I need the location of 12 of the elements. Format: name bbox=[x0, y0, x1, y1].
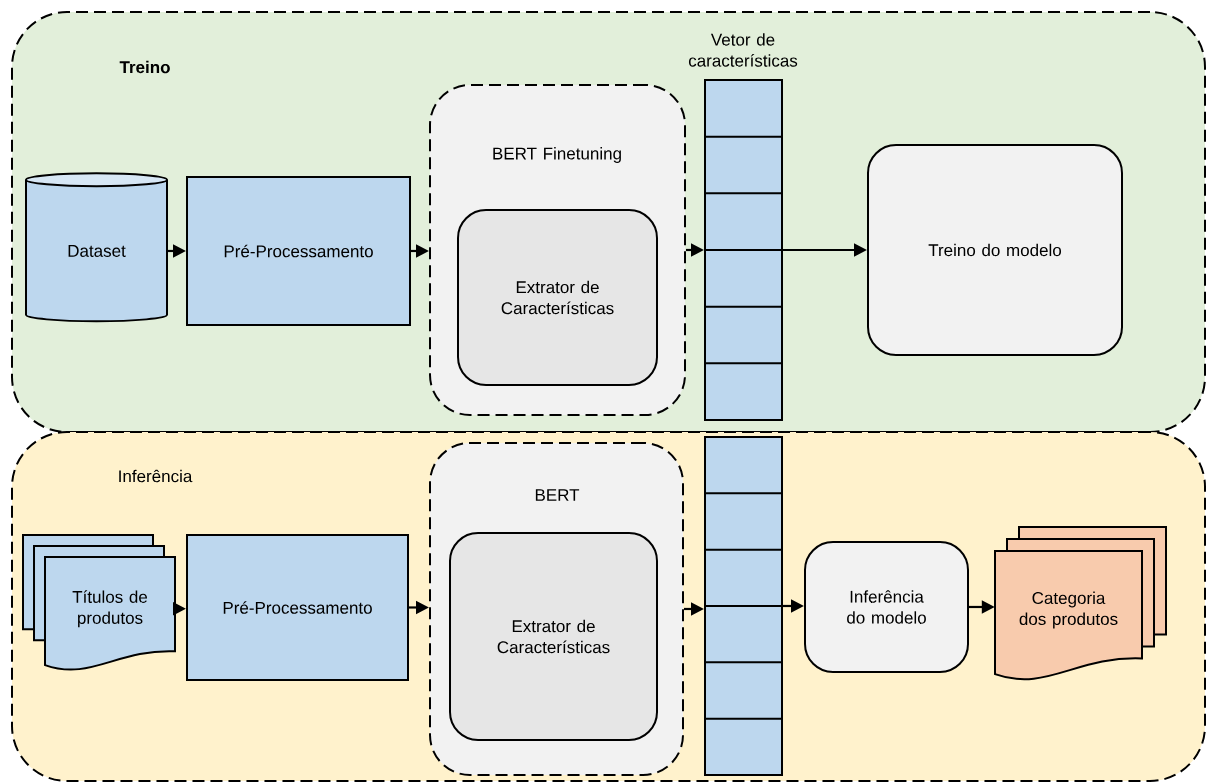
process-box: Extrator de Características bbox=[457, 209, 658, 386]
process-box: Pré-Processamento bbox=[186, 534, 409, 681]
process-box: Pré-Processamento bbox=[186, 176, 411, 326]
vector-caption: Vetor de características bbox=[688, 33, 798, 67]
process-box: Extrator de Características bbox=[449, 532, 658, 741]
feature-vector bbox=[704, 436, 783, 776]
database-cylinder: Dataset bbox=[25, 172, 168, 323]
document-stack: Títulos de produtos bbox=[22, 534, 176, 671]
process-box: Inferência do modelo bbox=[804, 541, 969, 673]
feature-vector bbox=[704, 79, 783, 421]
process-box: Treino do modelo bbox=[867, 144, 1123, 356]
document-stack: Categoria dos produtos bbox=[994, 526, 1167, 681]
